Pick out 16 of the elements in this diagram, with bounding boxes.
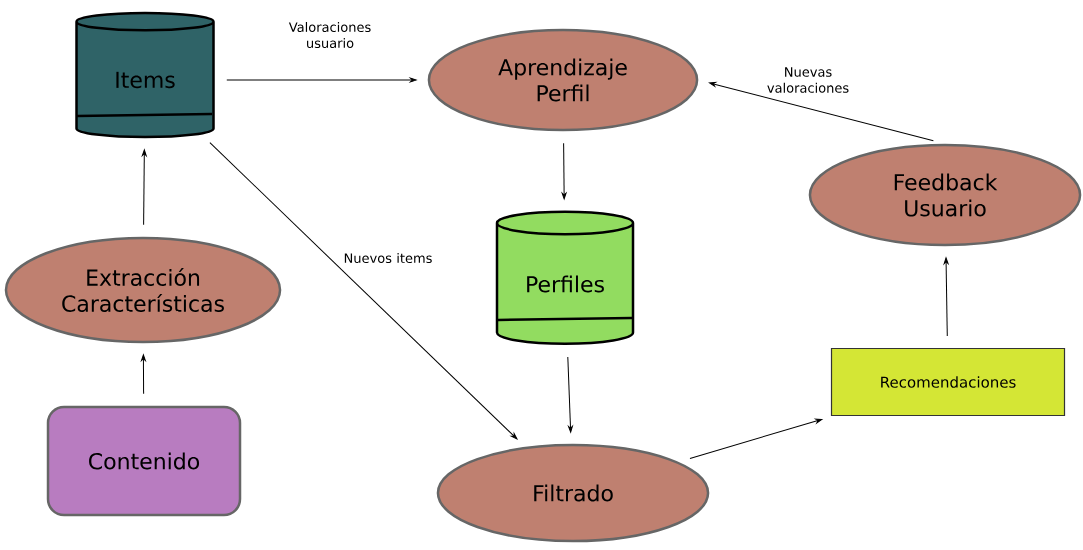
arrow	[209, 142, 518, 440]
arrow	[567, 356, 573, 433]
arrow	[141, 149, 147, 226]
edge-label: Nuevos items	[344, 252, 432, 264]
arrow	[709, 82, 934, 142]
arrow	[943, 257, 949, 337]
rounded-box: Contenido	[46, 405, 242, 517]
database-cylinder: Items	[75, 11, 215, 139]
edge-label: Valoraciones usuario	[288, 21, 371, 49]
arrow	[141, 354, 146, 395]
arrow	[226, 77, 417, 83]
edge-label: Nuevas valoraciones	[767, 67, 849, 93]
output-box: Recomendaciones	[830, 347, 1066, 417]
arrow	[689, 418, 823, 459]
database-cylinder: Perfiles	[495, 210, 635, 346]
arrow	[561, 142, 567, 200]
